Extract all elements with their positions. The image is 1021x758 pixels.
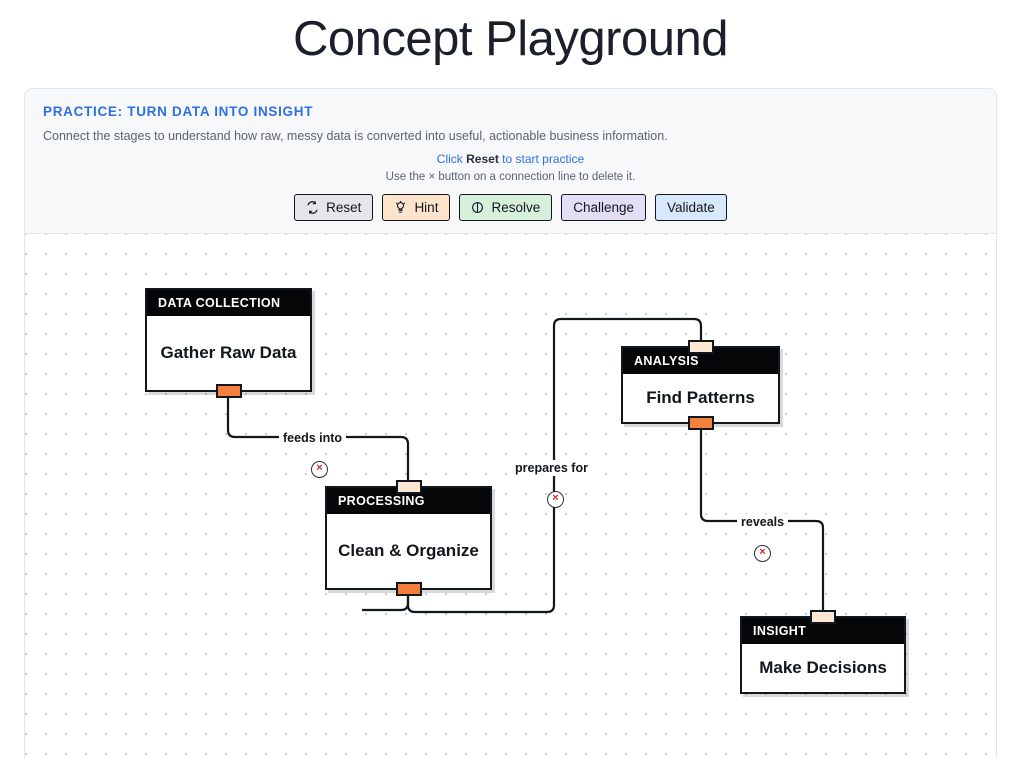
output-port-data-collection[interactable] [215, 384, 242, 398]
node-processing[interactable]: PROCESSING Clean & Organize [325, 480, 492, 596]
delete-connection-reveals[interactable]: × [754, 545, 771, 562]
connection-label-prepares-for: prepares for [511, 460, 592, 476]
hint-label: Hint [414, 199, 439, 215]
input-port-insight[interactable] [810, 610, 836, 624]
half-circle-icon [471, 201, 484, 214]
output-port-analysis[interactable] [687, 416, 714, 430]
delete-connection-feeds-into[interactable]: × [311, 461, 328, 478]
node-body-insight: Make Decisions [759, 658, 887, 677]
node-insight[interactable]: INSIGHT Make Decisions [740, 610, 906, 694]
output-port-processing[interactable] [395, 582, 422, 596]
hint-button[interactable]: Hint [382, 194, 451, 221]
wire-prepares-for-route [355, 591, 362, 610]
diagram-canvas[interactable]: DATA COLLECTION Gather Raw Data PROCESSI… [24, 234, 997, 758]
node-data-collection[interactable]: DATA COLLECTION Gather Raw Data [145, 288, 312, 398]
hint-suffix: to start practice [502, 152, 585, 166]
connection-label-feeds-into: feeds into [279, 430, 347, 446]
challenge-button[interactable]: Challenge [561, 194, 647, 221]
node-header-data-collection: DATA COLLECTION [147, 290, 310, 316]
node-body-processing: Clean & Organize [338, 541, 479, 560]
practice-heading: PRACTICE: TURN DATA INTO INSIGHT [43, 104, 314, 119]
hint-strong-reset: Reset [466, 152, 499, 166]
resolve-button[interactable]: Resolve [459, 194, 553, 221]
validate-button[interactable]: Validate [655, 194, 727, 221]
connection-label-reveals: reveals [737, 514, 789, 530]
delete-connection-prepares-for[interactable]: × [547, 491, 564, 508]
practice-hint-line: Click Reset to start practice [25, 152, 996, 166]
page-title: Concept Playground [292, 12, 729, 66]
resolve-label: Resolve [491, 199, 541, 215]
toolbar: Reset Hint Resolve Challenge [25, 194, 996, 221]
practice-description: Connect the stages to understand how raw… [43, 129, 668, 143]
practice-panel: PRACTICE: TURN DATA INTO INSIGHT Connect… [24, 88, 997, 234]
node-body-analysis: Find Patterns [646, 388, 755, 407]
reset-label: Reset [326, 199, 362, 215]
lightbulb-icon [394, 201, 407, 214]
input-port-processing[interactable] [395, 480, 422, 494]
validate-label: Validate [667, 199, 715, 215]
node-body-data-collection: Gather Raw Data [160, 343, 297, 362]
refresh-icon [306, 201, 319, 214]
input-port-analysis[interactable] [687, 340, 714, 354]
practice-subhint: Use the × button on a connection line to… [385, 171, 636, 183]
reset-button[interactable]: Reset [294, 194, 374, 221]
hint-prefix: Click [436, 152, 463, 166]
node-analysis[interactable]: ANALYSIS Find Patterns [621, 340, 780, 430]
challenge-label: Challenge [573, 199, 635, 215]
